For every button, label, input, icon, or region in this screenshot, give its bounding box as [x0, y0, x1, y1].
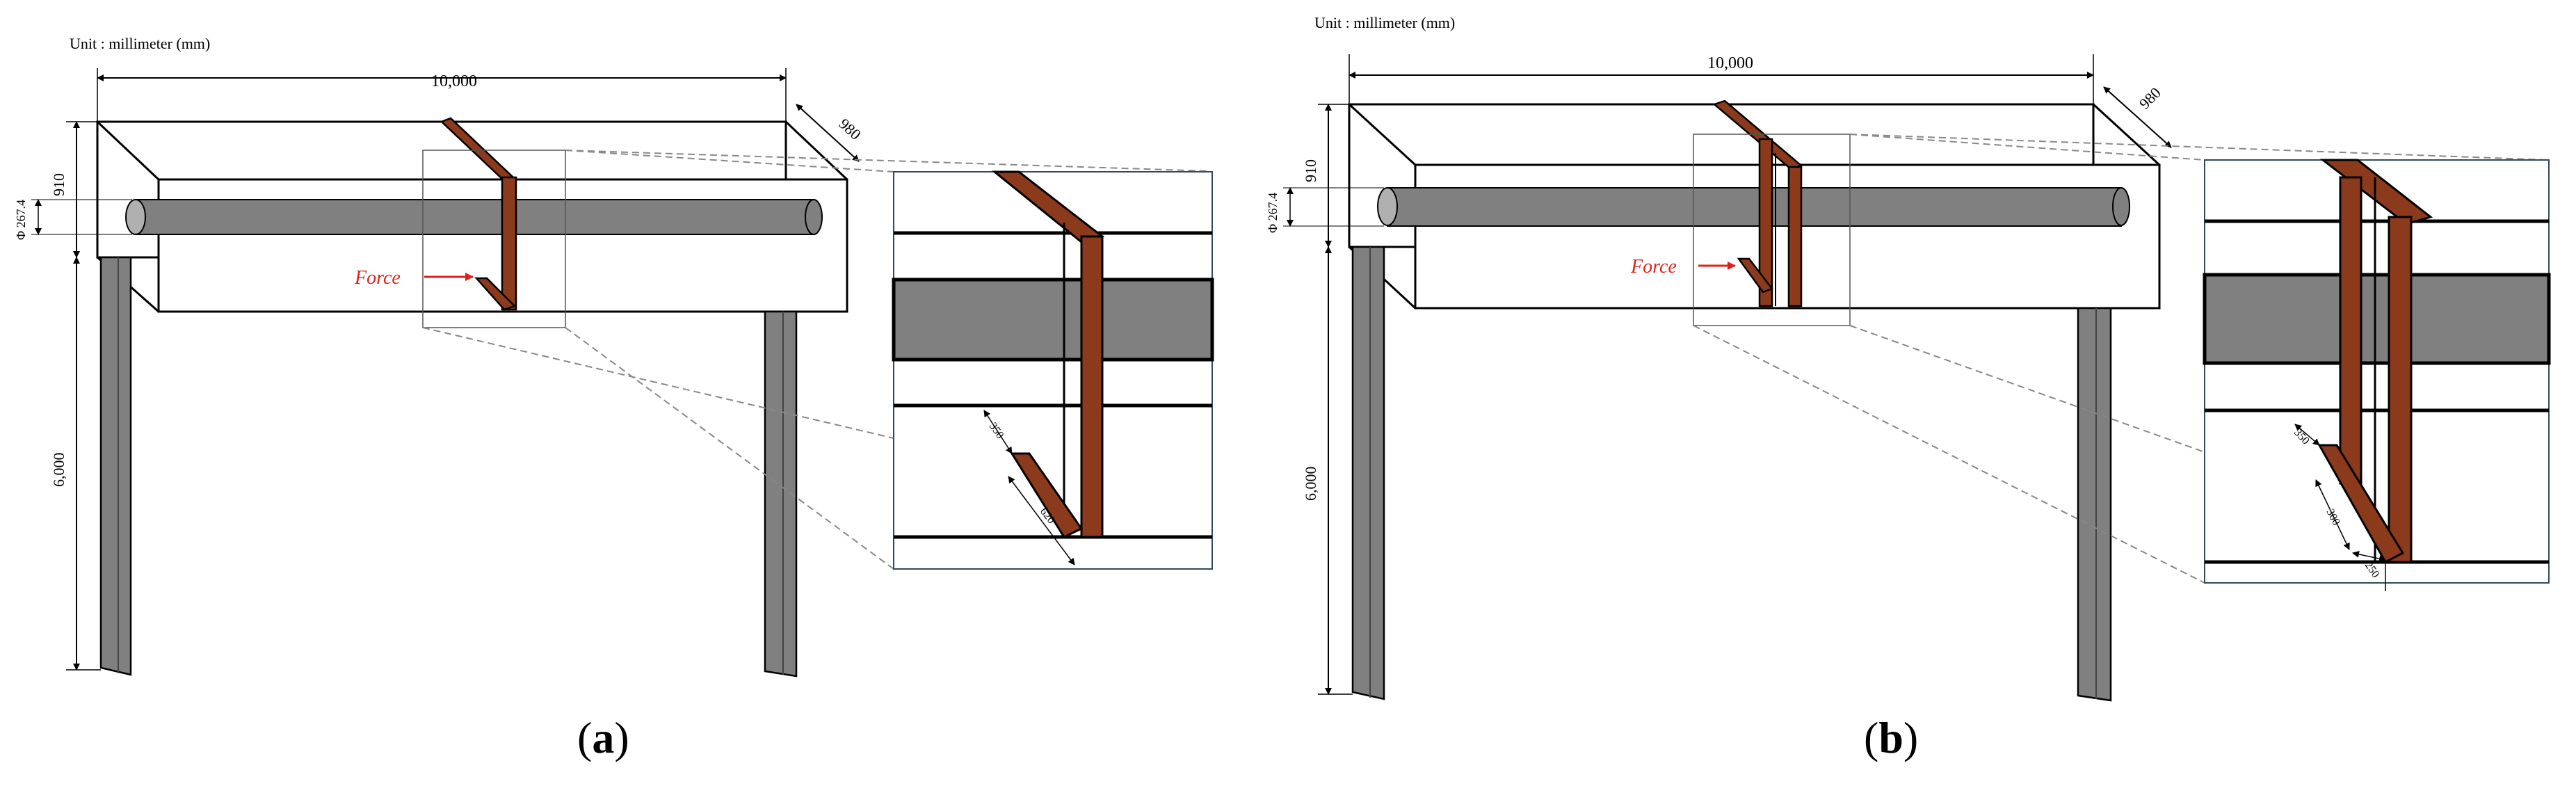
panel-label-b: (b) — [1864, 713, 1918, 762]
column-label-b: 6,000 — [1302, 467, 1319, 502]
column-left-b — [1351, 246, 1385, 700]
zoom-inset-a: 350 620 — [892, 170, 1214, 570]
zoom-inset-b: 350 300 250 — [2203, 159, 2551, 591]
unit-label-a: Unit : millimeter (mm) — [70, 35, 210, 52]
pipe-b — [1377, 187, 2130, 227]
zoom-region-a — [422, 150, 566, 328]
hanger-b — [1712, 99, 1803, 307]
panel-label-a: (a) — [577, 713, 629, 762]
zoom-region-b — [1693, 134, 1851, 326]
pipe-a — [125, 199, 823, 235]
hanger-a — [440, 117, 517, 311]
force-label-a: Force — [354, 267, 401, 289]
depth-label-b: 980 — [2136, 84, 2164, 113]
panel-b: Unit : millimeter (mm) 10,000 980 910 Φ … — [1266, 14, 2551, 762]
pipe-dia-label-a: Φ 267.4 — [14, 200, 28, 240]
pipe-dia-label-b: Φ 267.4 — [1266, 193, 1280, 233]
length-label-b: 10,000 — [1707, 54, 1753, 72]
panel-a: Unit : millimeter (mm) 10,000 980 910 — [14, 35, 1214, 762]
column-label-a: 6,000 — [50, 453, 67, 488]
force-label-b: Force — [1630, 256, 1677, 278]
column-right-a — [764, 310, 798, 677]
length-label-a: 10,000 — [431, 72, 477, 90]
unit-label-b: Unit : millimeter (mm) — [1314, 14, 1455, 31]
height-label-b: 910 — [1302, 159, 1319, 182]
height-label-a: 910 — [50, 173, 67, 196]
depth-label-a: 980 — [836, 115, 864, 143]
column-right-b — [2077, 307, 2112, 702]
column-left-a — [99, 256, 132, 676]
